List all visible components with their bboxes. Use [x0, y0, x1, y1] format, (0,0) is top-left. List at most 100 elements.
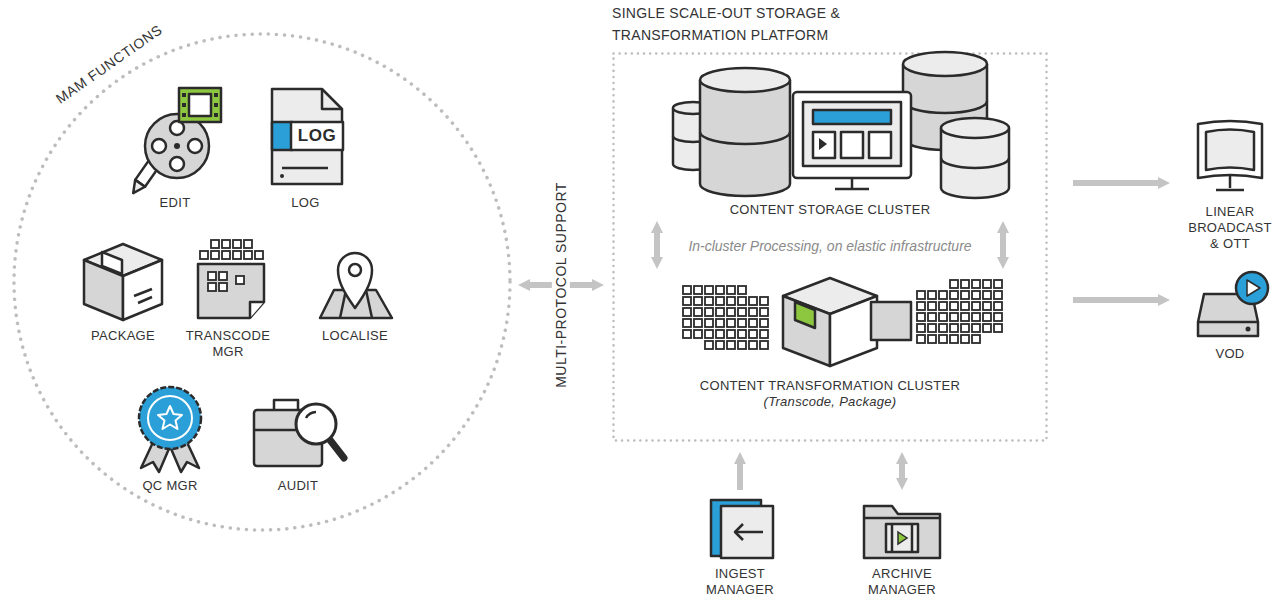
edit-icon-part: [170, 157, 184, 171]
pkg-icon-part: [123, 260, 162, 320]
xform-icon-part: [760, 330, 768, 338]
arc-icon-part: [864, 517, 940, 520]
store-icon-part: [813, 110, 891, 124]
xform-icon-part: [939, 291, 947, 299]
xform-icon-part: [694, 297, 702, 305]
icon-text: LOG: [291, 122, 343, 150]
qc-function: QC MGR: [123, 382, 217, 494]
xform-icon-part: [760, 319, 768, 327]
xform-icon-part: [738, 308, 746, 316]
aud-icon-part: [330, 440, 344, 458]
xform-icon-part: [961, 291, 969, 299]
xform-icon-part: [961, 324, 969, 332]
pkg-icon-part: [102, 252, 122, 274]
arc-icon-part: [886, 524, 918, 552]
log-icon-part: [280, 174, 284, 178]
vod-icon: [1186, 268, 1274, 340]
xform-icon-part: [727, 319, 735, 327]
connector-arrow: [737, 464, 743, 490]
xform-icon-part: [961, 302, 969, 310]
node-label: CONTENT TRANSFORMATION CLUSTER: [643, 378, 1017, 394]
xform-icon-part: [716, 341, 724, 349]
xform-icon-part: [705, 308, 713, 316]
store-icon-part: [941, 118, 1009, 138]
tc-icon-part: [219, 272, 227, 280]
mon-icon: [1186, 118, 1274, 198]
xform-icon-part: [716, 319, 724, 327]
store-icon-part: [813, 132, 835, 158]
xform-icon-part: [983, 313, 991, 321]
xform-icon-part: [950, 291, 958, 299]
xform-icon-part: [950, 313, 958, 321]
tc-icon-part: [233, 240, 241, 248]
xform-icon-part: [760, 341, 768, 349]
xform-icon-part: [716, 297, 724, 305]
xform-icon-part: [749, 297, 757, 305]
node-label: VOD: [1184, 346, 1276, 362]
xform-icon-part: [917, 302, 925, 310]
log-icon-part: [322, 89, 342, 109]
vod-icon-part: [1246, 327, 1251, 332]
xform-icon-part: [760, 297, 768, 305]
tc-icon-part: [219, 283, 227, 291]
xform-icon-part: [972, 302, 980, 310]
xform-icon-part: [917, 313, 925, 321]
xform-icon-part: [683, 308, 691, 316]
xform-icon-part: [961, 335, 969, 343]
mam-circle: MAM FUNCTIONSEDITLOGPACKAGETRANSCODE MGR…: [12, 32, 512, 532]
edit-icon-part: [179, 88, 221, 122]
xform-icon-part: [917, 291, 925, 299]
xform-icon-part: [694, 286, 702, 294]
tc-icon-part: [244, 240, 252, 248]
store-icon-part: [841, 132, 863, 158]
qc-icon-part: [158, 406, 182, 429]
xform-icon-part: [972, 335, 980, 343]
xform-icon-part: [939, 313, 947, 321]
localise-function: LOCALISE: [308, 238, 402, 344]
vod-icon-part: [1236, 272, 1268, 304]
xform-icon-part: [983, 324, 991, 332]
xform-icon-part: [727, 297, 735, 305]
xform-icon-part: [716, 308, 724, 316]
store-icon-part: [803, 102, 901, 166]
pkg-icon: [78, 240, 168, 322]
ing-icon: [695, 496, 785, 560]
mon-icon-part: [1229, 176, 1232, 188]
node-label: CONTENT STORAGE CLUSTER: [643, 202, 1017, 218]
dotted-circle-part: [14, 34, 510, 530]
package-function: PACKAGE: [76, 240, 170, 344]
tc-icon-part: [208, 283, 216, 291]
tc-icon-part: [200, 251, 208, 259]
xform-icon-part: [727, 341, 735, 349]
xform-icon-part: [961, 280, 969, 288]
xform-icon-part: [928, 335, 936, 343]
loc-icon: [310, 238, 400, 322]
tc-icon-part: [222, 251, 230, 259]
xform-icon-part: [749, 341, 757, 349]
xform-icon-part: [917, 324, 925, 332]
archive-manager: ARCHIVE MANAGER: [850, 496, 954, 598]
loc-icon-part: [349, 264, 361, 276]
xform-icon-part: [994, 302, 1002, 310]
transformation-cluster: CONTENT TRANSFORMATION CLUSTER(Transcode…: [643, 272, 1017, 410]
qc-icon-part: [148, 396, 192, 440]
xform-icon-part: [683, 286, 691, 294]
edge-label: MULTI-PROTOCOL SUPPORT: [552, 174, 570, 396]
node-label: PACKAGE: [76, 328, 170, 344]
store-icon-part: [851, 178, 854, 188]
dotted-frame-part: [614, 54, 1047, 441]
xform-icon-part: [961, 313, 969, 321]
xform-icon-part: [716, 330, 724, 338]
node-label: LOG: [256, 195, 355, 211]
tc-icon-part: [236, 276, 244, 284]
audit-function: AUDIT: [246, 386, 350, 494]
store-icon-part: [941, 158, 1009, 168]
xform-icon-part: [738, 286, 746, 294]
store-icon-part: [835, 188, 869, 191]
ing-icon-part: [735, 524, 743, 540]
xform-icon: [645, 272, 1015, 372]
store-icon-part: [700, 80, 790, 196]
node-label: EDIT: [123, 195, 227, 211]
xform-icon-part: [983, 280, 991, 288]
edit-icon-part: [174, 143, 180, 149]
